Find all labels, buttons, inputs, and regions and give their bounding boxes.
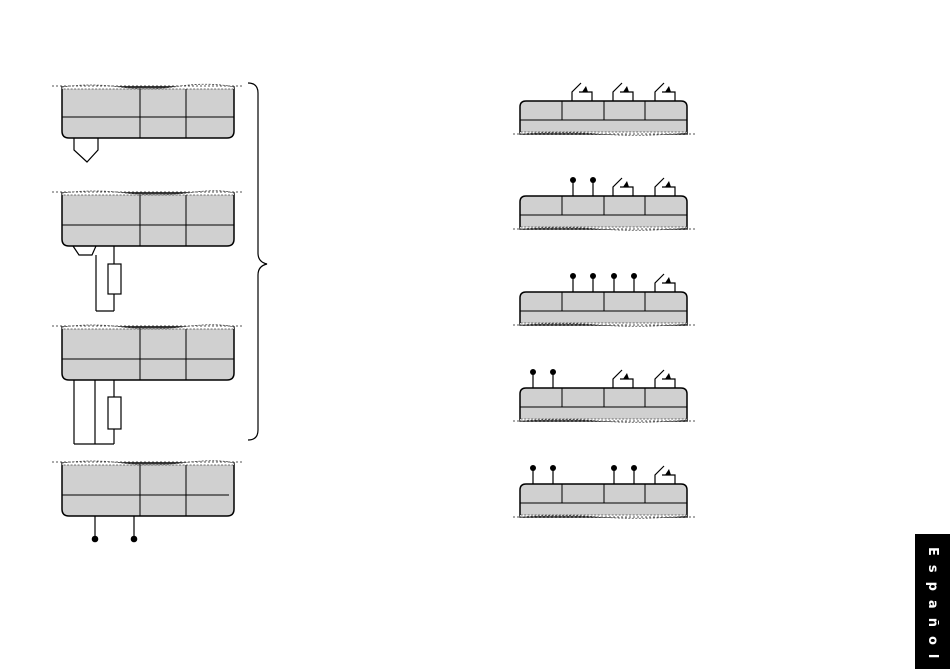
grouping-bracket (248, 83, 267, 440)
contact-dot (550, 369, 556, 375)
switch-contact (655, 370, 675, 388)
switch-contact (655, 466, 675, 484)
language-tab-label: Español (915, 534, 950, 669)
contact-dot (550, 465, 556, 471)
contact-dot (590, 273, 596, 279)
switch-contact (655, 83, 675, 101)
language-tab: Español (915, 534, 950, 669)
angled-plug (74, 138, 98, 162)
contact-dot (631, 465, 637, 471)
plug-connector (73, 246, 96, 255)
left-module-c (52, 325, 242, 444)
contact-dot (530, 465, 536, 471)
contact-dot (92, 536, 99, 543)
switch-contact (613, 178, 633, 196)
right-module-r3 (513, 273, 695, 326)
switch-contact (572, 83, 592, 101)
switch-contact (655, 274, 675, 292)
left-module-d (52, 461, 242, 543)
left-module-a (52, 84, 242, 162)
resistor (108, 264, 121, 294)
contact-dot (611, 273, 617, 279)
contact-dot (570, 177, 576, 183)
right-module-r1 (513, 83, 695, 135)
resistor (108, 397, 121, 429)
contact-dot (530, 369, 536, 375)
contact-dot (611, 465, 617, 471)
switch-contact (613, 370, 633, 388)
switch-contact (655, 178, 675, 196)
contact-dot (590, 177, 596, 183)
contact-dot (570, 273, 576, 279)
switch-contact (613, 83, 633, 101)
right-module-r4 (513, 369, 695, 422)
right-module-r2 (513, 177, 695, 230)
contact-dot (131, 536, 138, 543)
left-module-b (52, 191, 242, 311)
right-module-r5 (513, 465, 695, 518)
right-modules (513, 83, 695, 518)
contact-dot (631, 273, 637, 279)
